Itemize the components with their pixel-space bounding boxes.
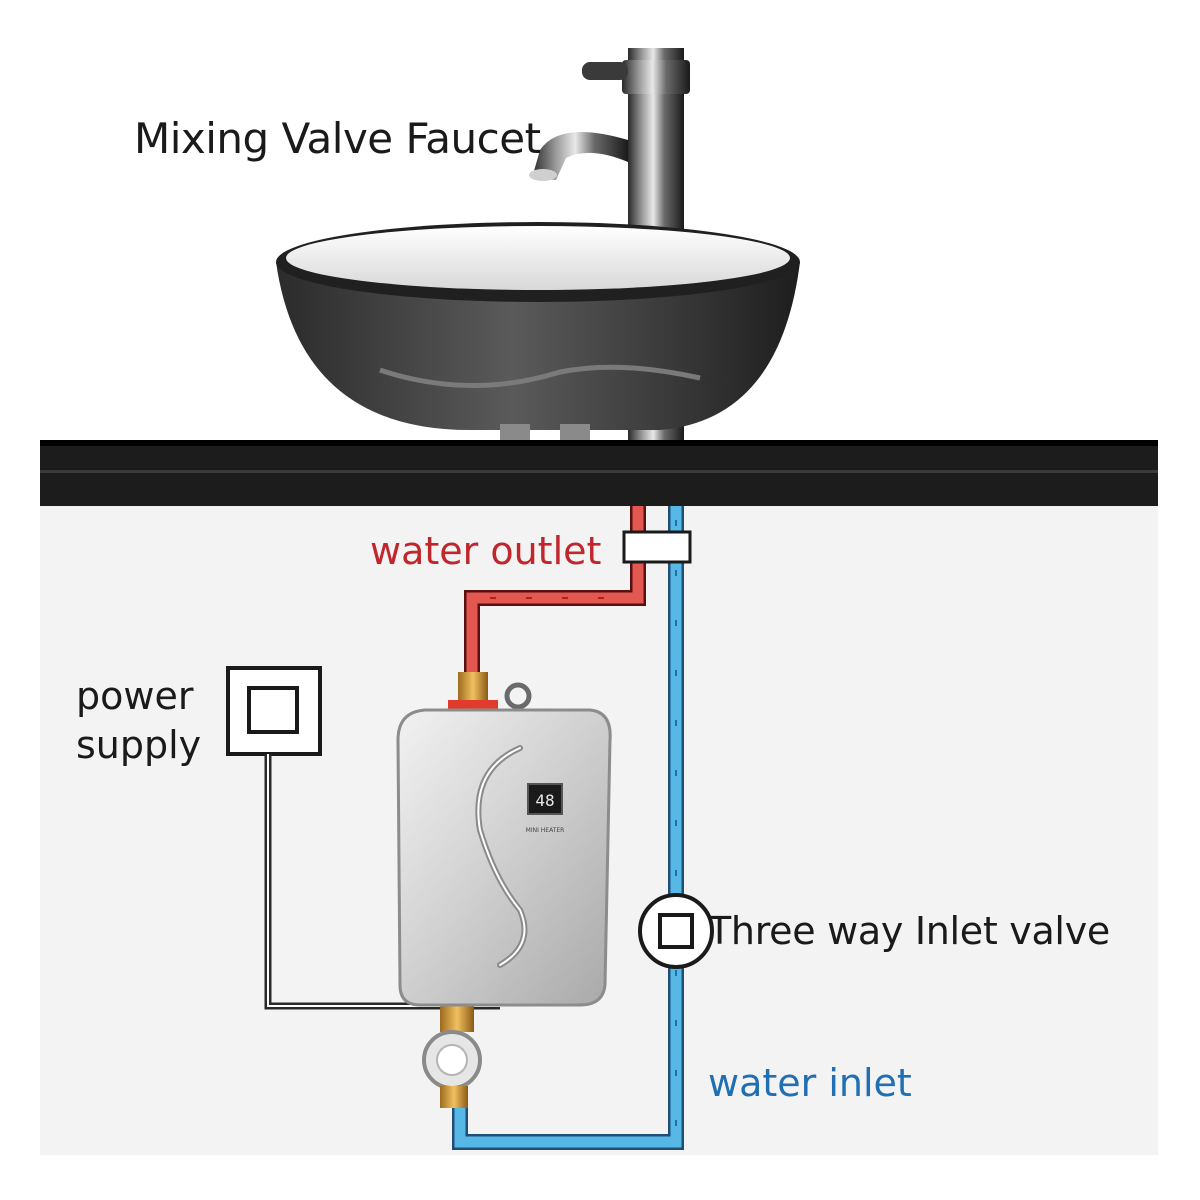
water-outlet-label: water outlet (370, 529, 602, 573)
three-way-valve-label: Three way Inlet valve (708, 909, 1110, 953)
heater-bottom-fitting (422, 1000, 482, 1108)
power-supply-label: power supply (76, 672, 201, 771)
cold-water-pipe (452, 506, 684, 1150)
heater-display-reading: 48 (535, 791, 554, 810)
water-inlet-label: water inlet (708, 1061, 912, 1105)
power-supply-label-line2: supply (76, 723, 202, 768)
three-way-valve (638, 893, 714, 969)
outlet-connector (622, 530, 692, 564)
faucet-label: Mixing Valve Faucet (134, 114, 541, 163)
water-heater: 48 MINI HEATER (396, 708, 612, 1007)
sink-bowl-illustration (276, 222, 800, 440)
power-supply-label-line1: power (76, 674, 194, 718)
heater-display (527, 783, 563, 815)
heater-top-fitting (448, 672, 532, 710)
heater-badge-text: MINI HEATER (526, 827, 565, 834)
power-supply-box (226, 666, 322, 756)
